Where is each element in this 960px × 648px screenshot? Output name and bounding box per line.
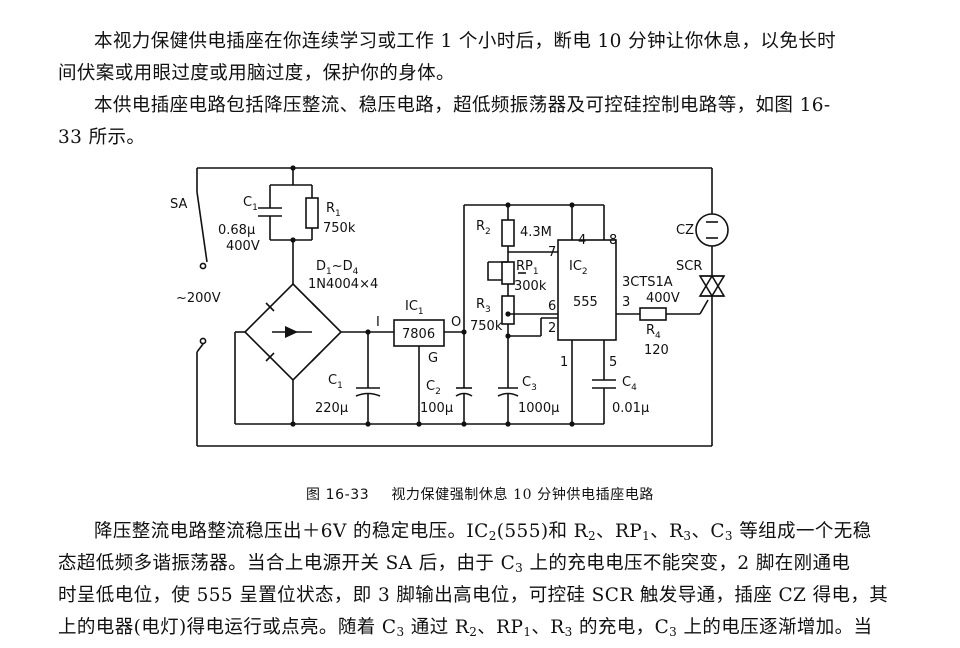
label-r2: R2 (476, 219, 491, 237)
body-line-4: 上的电器(电灯)得电运行或点亮。随着 C3 通过 R2、RP1、R3 的充电，C… (58, 617, 873, 639)
label-c2: C2 (426, 379, 441, 397)
label-r4: R4 (646, 323, 661, 341)
circuit-schematic: SA C1 0.68μ 400V R1 750k D1~D4 1N4004×4 … (170, 165, 729, 447)
label-c1-value: 0.68μ (218, 223, 255, 238)
pin-2: 2 (548, 321, 556, 336)
label-c1-voltage: 400V (226, 239, 260, 254)
label-cz: CZ (676, 223, 694, 238)
label-c3-value: 1000μ (518, 401, 559, 416)
body-line-3: 时呈低电位，使 555 呈置位状态，即 3 脚输出高电位，可控硅 SCR 触发导… (58, 585, 889, 606)
label-r1-value: 750k (323, 221, 356, 236)
label-input-i: I (376, 315, 380, 330)
label-sa: SA (170, 197, 187, 212)
body-paragraph: 降压整流电路整流稳压出＋6V 的稳定电压。IC2(555)和 R2、RP1、R3… (58, 516, 908, 644)
intro-p2-line-1: 本供电插座电路包括降压整流、稳压电路，超低频振荡器及可控硅控制电路等，如图 16… (94, 95, 831, 116)
schematic-labels: SA C1 0.68μ 400V R1 750k D1~D4 1N4004×4 … (170, 195, 702, 416)
intro-paragraph-2: 本供电插座电路包括降压整流、稳压电路，超低频振荡器及可控硅控制电路等，如图 16… (58, 90, 908, 154)
figure-title: 视力保健强制休息 10 分钟供电插座电路 (391, 487, 655, 503)
label-rp1: RP1 (516, 259, 539, 277)
label-ground-g: G (428, 351, 438, 366)
intro-p1-line-1: 本视力保健供电插座在你连续学习或工作 1 个小时后，断电 10 分钟让你休息，以… (94, 31, 837, 52)
label-output-o: O (451, 315, 461, 330)
label-d1-d4-part: 1N4004×4 (308, 277, 378, 292)
label-r2-value: 4.3M (520, 225, 552, 240)
label-rp1-value: 300k (514, 279, 547, 294)
pin-4: 4 (578, 233, 586, 248)
pin-3: 3 (622, 295, 630, 310)
intro-p1-line-2: 间伏案或用眼过度或用脑过度，保护你的身体。 (58, 63, 455, 84)
schematic-junctions (285, 165, 575, 427)
pin-1: 1 (560, 355, 568, 370)
label-c4-value: 0.01μ (612, 401, 649, 416)
label-c1: C1 (243, 195, 258, 213)
pin-8: 8 (609, 233, 617, 248)
label-ic1-part: 7806 (402, 327, 435, 342)
label-r1: R1 (326, 201, 341, 219)
pin-6: 6 (548, 299, 556, 314)
label-scr-part: 3CTS1A (622, 275, 673, 290)
label-d1-d4: D1~D4 (316, 259, 359, 277)
label-c4: C4 (622, 375, 637, 393)
label-c1b: C1 (328, 373, 343, 391)
label-ic1: IC1 (405, 299, 424, 317)
label-ac-voltage: ~200V (176, 291, 221, 306)
label-scr-voltage: 400V (646, 291, 680, 306)
figure-number: 图 16-33 (305, 487, 370, 503)
label-r3-value: 750k (470, 319, 503, 334)
pin-7: 7 (548, 245, 556, 260)
intro-p2-line-2: 33 所示。 (58, 127, 146, 148)
label-ic2-part: 555 (573, 295, 598, 310)
body-line-1: 降压整流电路整流稳压出＋6V 的稳定电压。IC2(555)和 R2、RP1、R3… (94, 521, 872, 543)
label-c3: C3 (522, 375, 537, 393)
body-line-2: 态超低频多谐振荡器。当合上电源开关 SA 后，由于 C3 上的充电电压不能突变，… (58, 553, 851, 575)
figure-caption: 图 16-33 视力保健强制休息 10 分钟供电插座电路 (0, 484, 960, 504)
pin-5: 5 (609, 355, 617, 370)
label-r4-value: 120 (644, 343, 669, 358)
label-c1b-value: 220μ (315, 401, 348, 416)
label-c2-value: 100μ (420, 401, 453, 416)
intro-paragraph-1: 本视力保健供电插座在你连续学习或工作 1 个小时后，断电 10 分钟让你休息，以… (58, 26, 908, 90)
label-scr: SCR (676, 259, 702, 274)
label-r3: R3 (476, 297, 491, 315)
label-ic2: IC2 (569, 259, 588, 277)
